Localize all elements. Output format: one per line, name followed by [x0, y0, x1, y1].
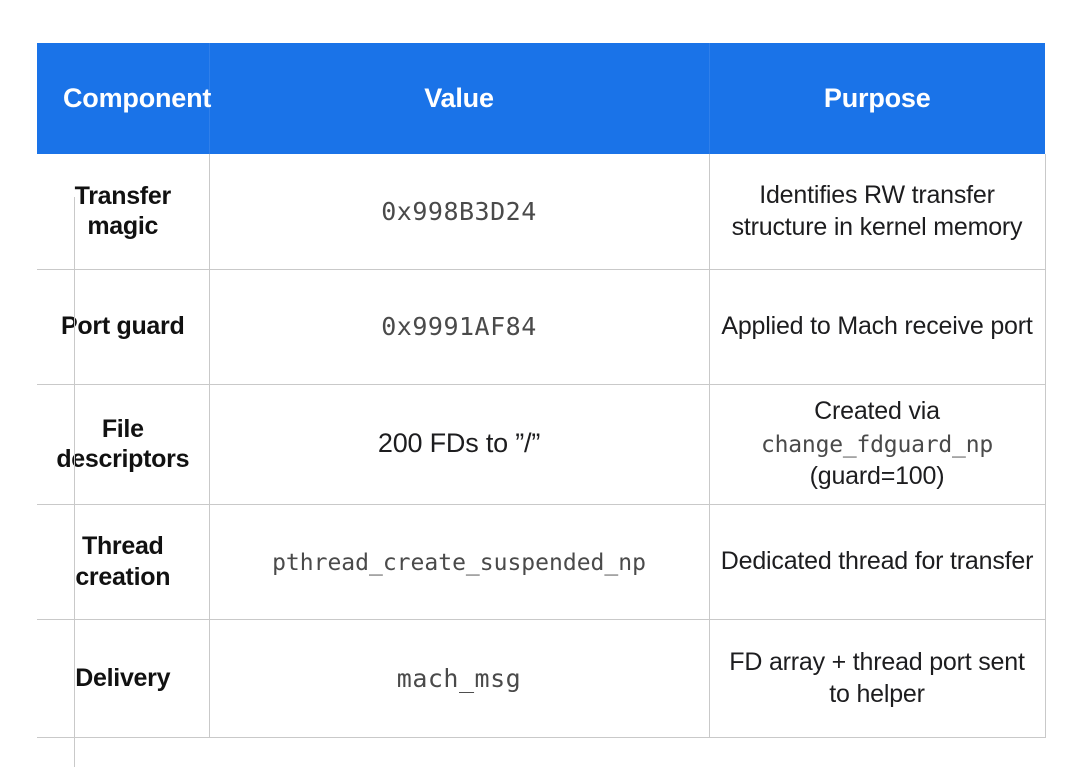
cell-component: Delivery [37, 619, 210, 738]
cell-value: pthread_create_suspended_np [209, 504, 710, 620]
table-left-border [74, 197, 75, 767]
cell-purpose: Applied to Mach receive port [709, 269, 1046, 385]
cell-purpose: Created via change_fdguard_np (guard=100… [709, 384, 1046, 505]
cell-purpose: Dedicated thread for transfer [709, 504, 1046, 620]
cell-value: 0x9991AF84 [209, 269, 710, 385]
column-header-value: Value [209, 43, 710, 154]
table-row: Delivery mach_msg FD array + thread port… [37, 619, 1046, 738]
table-row: File descriptors 200 FDs to ”/” Created … [37, 384, 1046, 505]
table-row: Port guard 0x9991AF84 Applied to Mach re… [37, 269, 1046, 385]
value-mono-text: pthread_create_suspended_np [272, 550, 646, 577]
cell-value: 0x998B3D24 [209, 154, 710, 270]
column-header-purpose: Purpose [709, 43, 1045, 154]
table-row: Thread creation pthread_create_suspended… [37, 504, 1046, 620]
column-header-component: Component [37, 43, 211, 154]
purpose-text-trail: (guard=100) [809, 462, 945, 491]
cell-purpose: FD array + thread port sent to helper [709, 619, 1046, 738]
cell-component: Port guard [37, 269, 210, 385]
table-header: Component Value Purpose [37, 43, 1045, 154]
table-header-row: Component Value Purpose [37, 43, 1045, 154]
value-mono-text: 0x998B3D24 [381, 197, 537, 226]
purpose-mono-symbol: change_fdguard_np [760, 431, 993, 458]
cell-component: Transfer magic [37, 154, 210, 270]
table-row: Transfer magic 0x998B3D24 Identifies RW … [37, 154, 1046, 270]
cell-component: Thread creation [37, 504, 210, 620]
value-mono-text: 0x9991AF84 [381, 312, 537, 342]
value-sans-text: 200 FDs to ”/” [377, 428, 541, 459]
spec-table: Component Value Purpose Transfer magic 0… [37, 43, 1046, 738]
purpose-text-lead: Created via [814, 397, 940, 426]
cell-component: File descriptors [37, 384, 210, 505]
spec-table-container: Component Value Purpose Transfer magic 0… [37, 43, 1046, 767]
cell-value: 200 FDs to ”/” [209, 384, 710, 505]
cell-purpose: Identifies RW transfer structure in kern… [709, 154, 1046, 270]
cell-value: mach_msg [209, 619, 710, 738]
table-body: Transfer magic 0x998B3D24 Identifies RW … [37, 154, 1046, 738]
value-mono-text: mach_msg [396, 663, 522, 693]
